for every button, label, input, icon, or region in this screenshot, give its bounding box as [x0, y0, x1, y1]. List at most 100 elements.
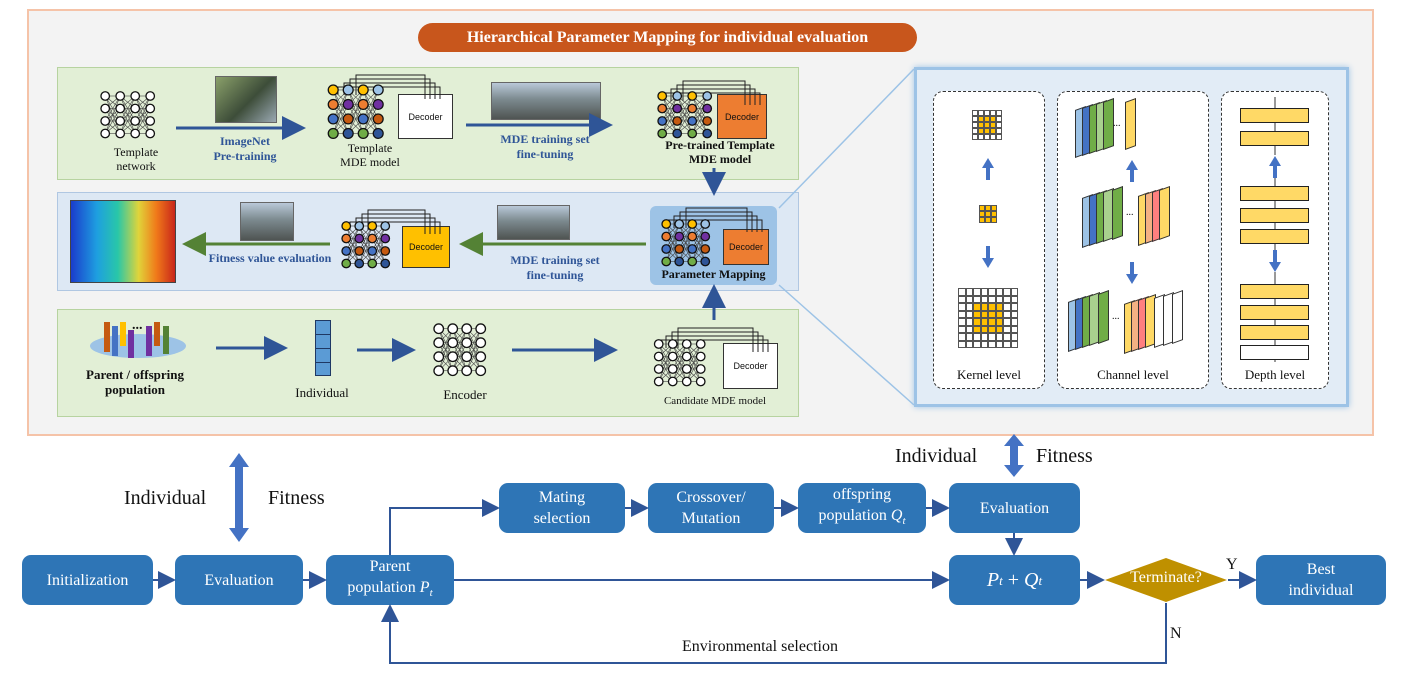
channel-block — [1098, 289, 1109, 345]
kernel-grid-small — [972, 110, 1002, 140]
candidate-encoder-icon — [652, 338, 708, 388]
kernel-cell — [984, 110, 990, 116]
kernel-cell — [958, 325, 966, 333]
kernel-cell — [996, 110, 1002, 116]
driving-scene-image-2 — [497, 205, 570, 240]
kernel-cell — [995, 310, 1003, 318]
kernel-cell — [980, 295, 988, 303]
depth-bar-empty — [1240, 345, 1309, 360]
population-bar-2 — [112, 326, 118, 356]
channel-group-top: ... — [1075, 97, 1195, 160]
depth-bar-7 — [1240, 305, 1309, 320]
kernel-cell — [1003, 325, 1011, 333]
kernel-cell — [973, 325, 981, 333]
kernel-cell — [972, 134, 978, 140]
kernel-cell — [995, 340, 1003, 348]
combined-p-symbol: P — [986, 568, 1000, 591]
offspring-population-box: offspring population Qt — [798, 483, 926, 533]
kernel-cell — [958, 303, 966, 311]
channel-dots: ... — [1112, 311, 1120, 322]
kernel-cell — [996, 116, 1002, 122]
parent-population-line1: Parent — [369, 557, 411, 575]
offspring-population-subscript: t — [902, 515, 906, 528]
kernel-cell — [984, 116, 990, 122]
imagenet-pretraining-label: ImageNet Pre-training — [213, 134, 277, 163]
decoder-block-template: Decoder — [398, 94, 453, 139]
pretrained-template-label: Pre-trained Template MDE model — [665, 138, 775, 166]
kernel-cell — [972, 110, 978, 116]
decoder-block-candidate: Decoder — [723, 343, 778, 389]
channel-block — [1159, 185, 1170, 241]
channel-block — [1112, 185, 1123, 241]
kernel-cell — [958, 288, 966, 296]
template-mde-label: Template MDE model — [340, 141, 400, 169]
kernel-cell — [988, 288, 996, 296]
offspring-population-line1: offspring — [832, 485, 892, 503]
kernel-cell — [991, 205, 997, 211]
kernel-cell — [958, 340, 966, 348]
neural-net-graphic — [653, 339, 706, 387]
kernel-cell — [1010, 310, 1018, 318]
environmental-selection-label: Environmental selection — [682, 638, 838, 655]
evaluation-box-2: Evaluation — [949, 483, 1080, 533]
kernel-cell — [980, 325, 988, 333]
population-label: Parent / offspring population — [86, 367, 184, 397]
kernel-cell — [991, 217, 997, 223]
offspring-population-line2: population Qt — [818, 505, 905, 532]
channel-group-bottom: ... — [1068, 289, 1208, 355]
kernel-cell — [984, 128, 990, 134]
kernel-cell — [972, 128, 978, 134]
depth-map-image — [70, 200, 176, 283]
initialization-box: Initialization — [22, 555, 153, 605]
population-bar-1 — [104, 322, 110, 352]
kernel-cell — [1010, 303, 1018, 311]
yes-label: Y — [1226, 556, 1238, 573]
kernel-cell — [988, 310, 996, 318]
neural-net-graphic — [657, 91, 713, 139]
kernel-grid-large — [958, 288, 1018, 348]
kernel-cell — [978, 134, 984, 140]
fitness-evaluation-label: Fitness value evaluation — [208, 251, 332, 265]
imagenet-image — [215, 76, 277, 123]
terminate-label: Terminate? — [1130, 569, 1202, 586]
kernel-cell — [972, 122, 978, 128]
individual-vector — [315, 320, 331, 376]
fitness-left-label: Fitness — [268, 487, 325, 509]
kernel-cell — [973, 295, 981, 303]
kernel-cell — [973, 333, 981, 341]
kernel-cell — [984, 134, 990, 140]
parent-population-subscript: t — [429, 587, 433, 600]
kernel-cell — [995, 333, 1003, 341]
kernel-cell — [995, 295, 1003, 303]
kernel-cell — [1003, 288, 1011, 296]
kernel-level-label: Kernel level — [957, 367, 1021, 382]
terminate-diamond — [1105, 558, 1227, 602]
kernel-cell — [985, 217, 991, 223]
neural-net-graphic — [661, 219, 711, 267]
individual-right-label: Individual — [895, 445, 978, 467]
indoor-scene-image — [240, 202, 294, 241]
depth-bar-5 — [1240, 229, 1309, 244]
kernel-grid-center — [979, 205, 997, 223]
kernel-cell — [1003, 295, 1011, 303]
crossover-mutation-box: Crossover/ Mutation — [648, 483, 774, 533]
parameter-mapping-label: Parameter Mapping — [661, 267, 766, 281]
pretrained-encoder-icon — [655, 90, 715, 140]
kernel-cell — [958, 333, 966, 341]
kernel-cell — [1010, 325, 1018, 333]
kernel-cell — [1010, 288, 1018, 296]
panel-title: Hierarchical Parameter Mapping for indiv… — [418, 23, 917, 52]
kernel-cell — [985, 205, 991, 211]
kernel-cell — [988, 318, 996, 326]
kernel-cell — [995, 288, 1003, 296]
kernel-cell — [965, 318, 973, 326]
kernel-cell — [972, 116, 978, 122]
kernel-cell — [965, 325, 973, 333]
best-individual-box: Best individual — [1256, 555, 1386, 605]
kernel-cell — [980, 310, 988, 318]
kernel-cell — [973, 303, 981, 311]
kernel-cell — [990, 128, 996, 134]
fitness-right-label: Fitness — [1036, 445, 1093, 467]
combined-q-subscript: t — [1038, 572, 1043, 588]
double-arrow-right — [1004, 434, 1024, 477]
